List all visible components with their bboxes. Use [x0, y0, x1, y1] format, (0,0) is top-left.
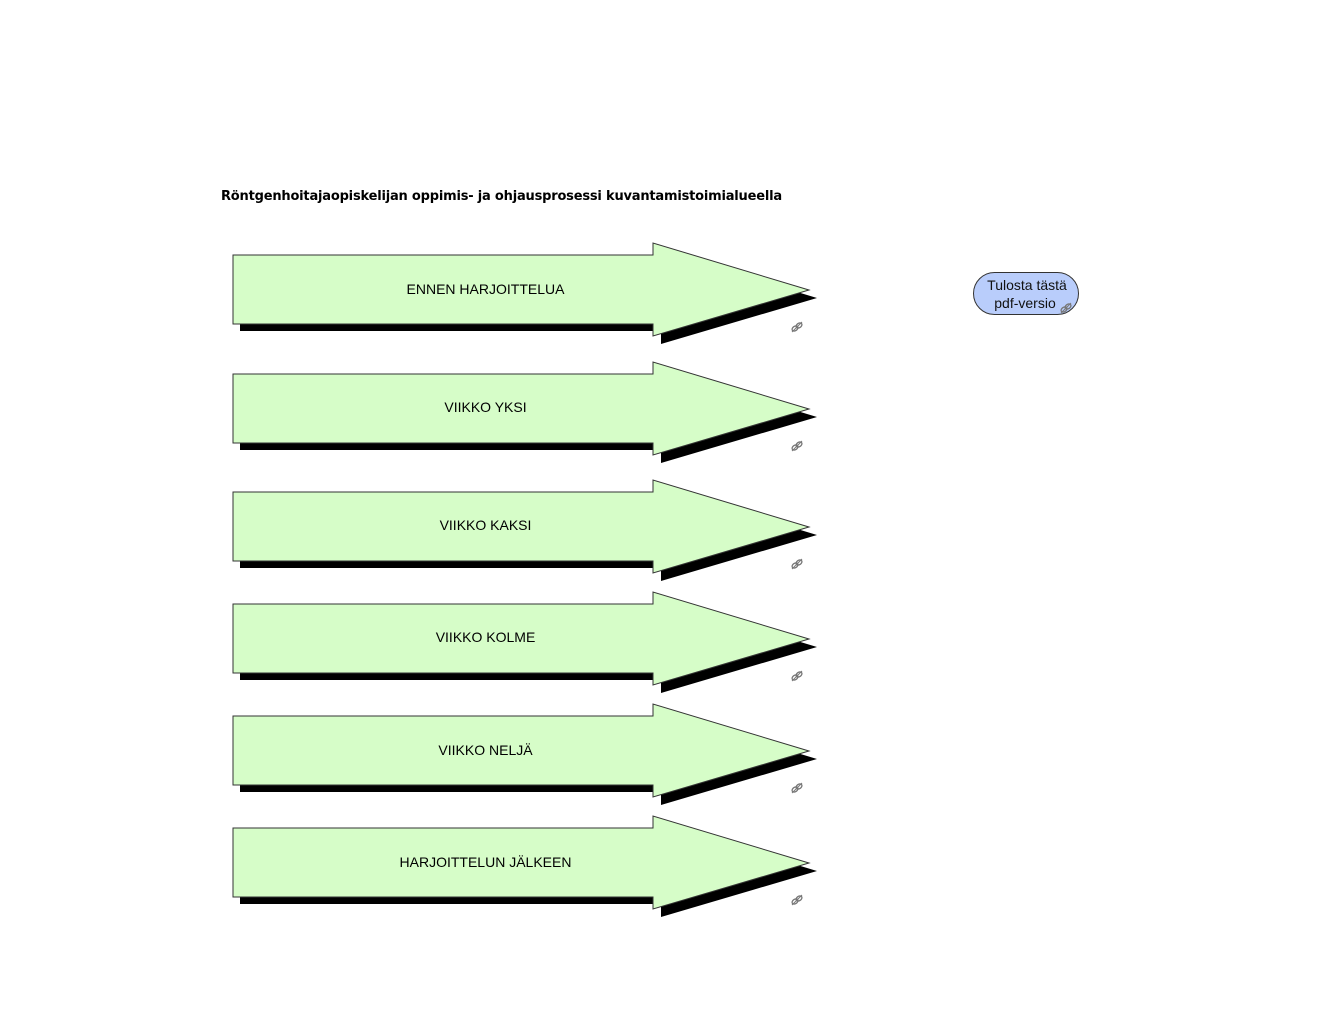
arrow-label: VIIKKO KAKSI [439, 517, 532, 533]
link-icon[interactable] [790, 669, 804, 683]
link-icon[interactable] [790, 893, 804, 907]
link-icon[interactable] [1059, 301, 1072, 314]
arrow-shape [232, 815, 817, 917]
arrow-label: HARJOITTELUN JÄLKEEN [399, 854, 572, 870]
arrow-shape [232, 479, 817, 581]
page-title: Röntgenhoitajaopiskelijan oppimis- ja oh… [221, 189, 782, 204]
arrow-shape [232, 361, 817, 463]
link-icon[interactable] [790, 320, 804, 334]
arrow-link-viikko-nelja[interactable]: VIIKKO NELJÄ [228, 699, 828, 809]
print-button-line-1: Tulosta tästä [987, 277, 1067, 293]
arrow-link-ennen-harjoittelua[interactable]: ENNEN HARJOITTELUA [228, 238, 828, 348]
arrow-shape [232, 591, 817, 693]
link-icon[interactable] [790, 439, 804, 453]
arrow-shape [232, 242, 817, 344]
arrow-link-viikko-kaksi[interactable]: VIIKKO KAKSI [228, 475, 828, 585]
arrow-shape [232, 703, 817, 805]
arrow-label: VIIKKO KOLME [435, 629, 536, 645]
arrow-label: VIIKKO NELJÄ [438, 742, 533, 758]
link-icon[interactable] [790, 557, 804, 571]
arrow-link-harjoittelun-jalkeen[interactable]: HARJOITTELUN JÄLKEEN [228, 811, 828, 921]
arrow-label: ENNEN HARJOITTELUA [406, 281, 565, 297]
print-button-line-2: pdf-versio [994, 295, 1056, 311]
arrow-link-viikko-yksi[interactable]: VIIKKO YKSI [228, 357, 828, 467]
arrow-link-viikko-kolme[interactable]: VIIKKO KOLME [228, 587, 828, 697]
link-icon[interactable] [790, 781, 804, 795]
arrow-label: VIIKKO YKSI [444, 399, 527, 415]
print-pdf-button[interactable]: Tulosta tästä pdf-versio [973, 272, 1079, 315]
